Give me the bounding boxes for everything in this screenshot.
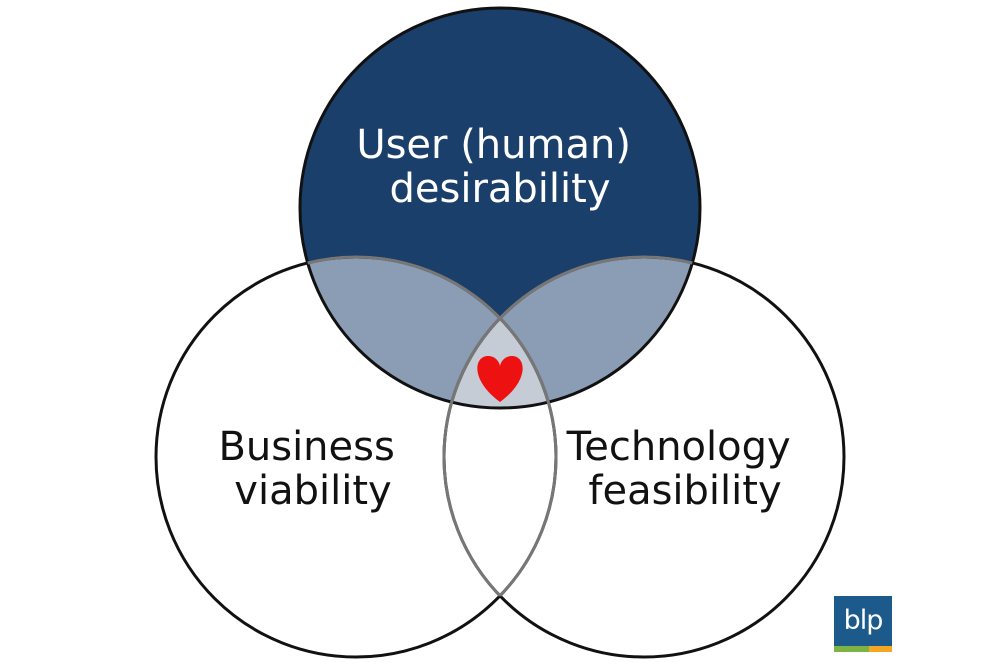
overlap-user-technology xyxy=(444,257,700,408)
logo-stripe-orange xyxy=(868,646,892,652)
label-technology-line-1: Technology xyxy=(566,424,791,470)
label-user: User (human) desirability xyxy=(356,122,643,212)
logo-stripe-green xyxy=(834,646,869,652)
label-user-line-1: User (human) xyxy=(356,122,631,168)
heart-icon xyxy=(477,356,523,402)
label-business-line-2: viability xyxy=(234,468,391,514)
blp-logo-stripes xyxy=(834,646,892,652)
label-business-line-1: Business xyxy=(218,424,394,470)
inner-arc-technology xyxy=(442,255,700,408)
inner-arc-business xyxy=(300,255,558,408)
blp-logo: blp xyxy=(834,596,892,652)
inner-arc-technology-lower xyxy=(442,257,556,657)
label-technology: Technology feasibility xyxy=(566,424,804,514)
label-technology-line-2: feasibility xyxy=(588,468,781,514)
overlap-user-business xyxy=(300,257,556,408)
inner-arc-business-lower xyxy=(444,257,558,657)
blp-logo-text: blp xyxy=(834,596,892,646)
label-business: Business viability xyxy=(218,424,407,514)
label-user-line-2: desirability xyxy=(390,166,611,212)
circle-user-outline xyxy=(298,6,702,410)
